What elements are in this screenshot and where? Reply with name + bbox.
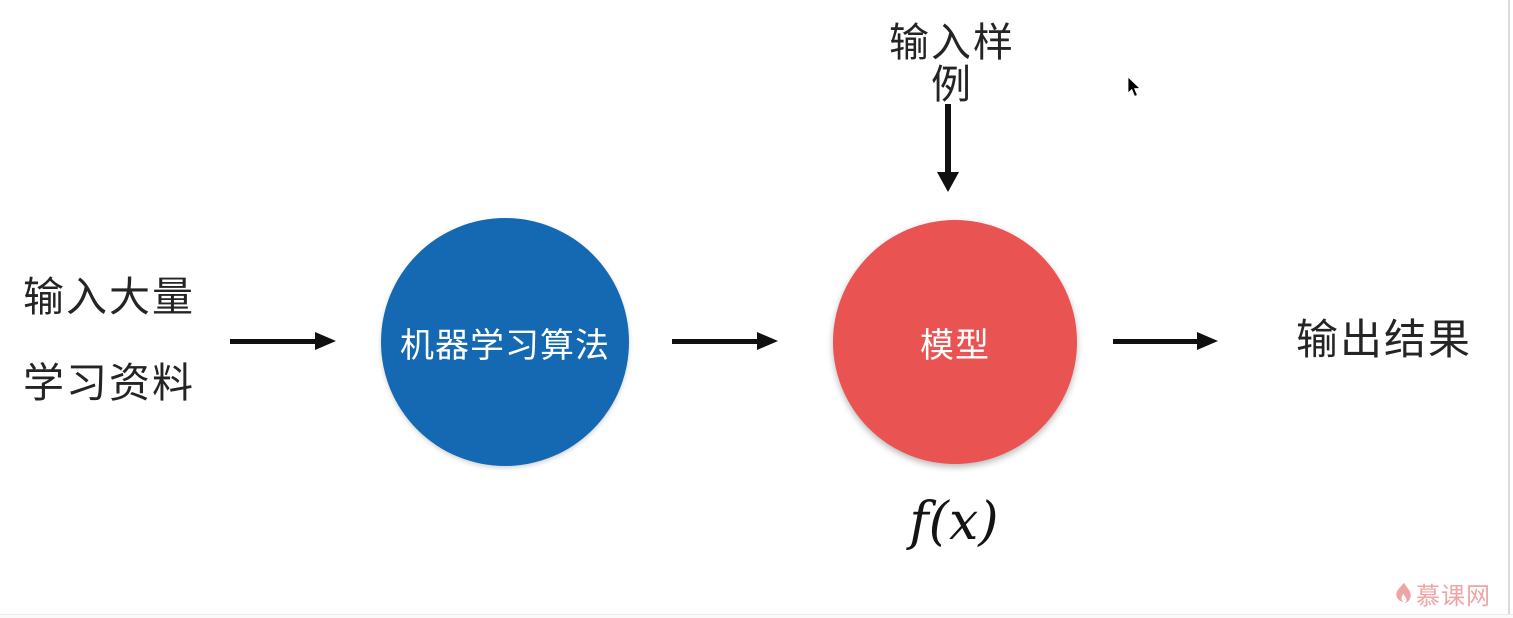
watermark-brand-text: 慕课网 <box>1416 581 1491 610</box>
function-fx-label: f(x) <box>909 492 999 552</box>
arrow-right-icon <box>1113 332 1218 350</box>
sample-input-label: 输入样例 <box>889 20 1015 108</box>
right-edge-divider <box>1508 0 1510 618</box>
arrow-right-icon <box>672 332 778 350</box>
arrow-head <box>757 332 778 350</box>
algorithm-node: 机器学习算法 <box>381 218 629 466</box>
arrow-shaft <box>945 104 951 172</box>
arrow-shaft <box>672 338 757 344</box>
watermark: 慕课网 <box>1394 582 1491 609</box>
input-data-label: 输入大量 学习资料 <box>23 277 195 404</box>
model-node-label: 模型 <box>920 325 990 366</box>
cursor-arrow-glyph <box>1127 76 1141 97</box>
input-data-label-line2: 学习资料 <box>23 359 195 407</box>
arrow-head <box>1197 332 1218 350</box>
algorithm-node-label: 机器学习算法 <box>400 325 610 366</box>
arrow-down-icon <box>937 104 959 192</box>
arrow-head <box>315 332 336 350</box>
model-node: 模型 <box>833 220 1077 464</box>
output-result-label: 输出结果 <box>1296 315 1473 364</box>
arrow-shaft <box>230 338 315 344</box>
flame-icon <box>1396 582 1411 604</box>
mouse-cursor-icon <box>1127 76 1142 102</box>
arrow-right-icon <box>230 332 336 350</box>
arrow-head <box>937 172 959 192</box>
input-data-label-line1: 输入大量 <box>23 273 195 321</box>
arrow-shaft <box>1113 338 1197 344</box>
bottom-edge-divider <box>0 614 1513 618</box>
